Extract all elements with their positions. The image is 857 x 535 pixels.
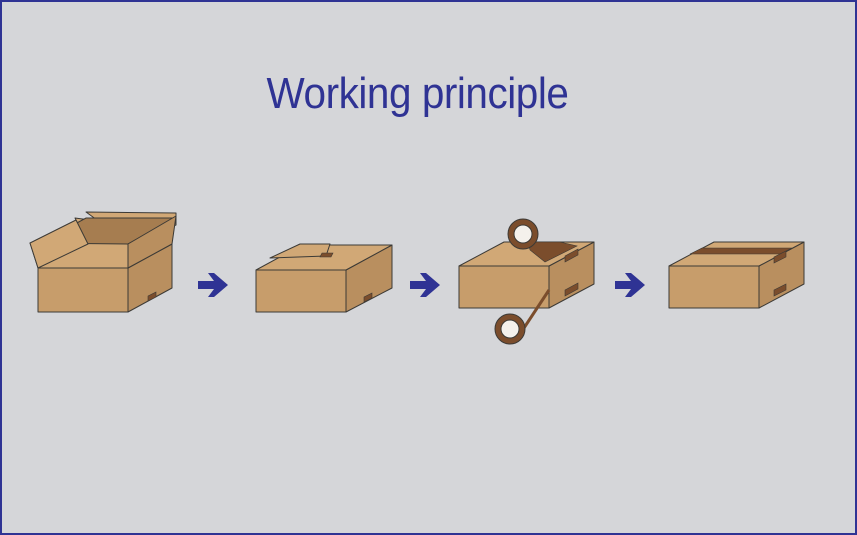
arrow-right-icon [615, 273, 645, 297]
taping-box-icon [458, 218, 595, 345]
sealed-box-icon [668, 241, 805, 309]
page-title: Working principle [266, 69, 569, 118]
arrow-right-icon [198, 273, 228, 297]
folded-box-icon [255, 243, 393, 313]
arrow-right-icon [410, 273, 440, 297]
open-box-icon [29, 211, 177, 313]
